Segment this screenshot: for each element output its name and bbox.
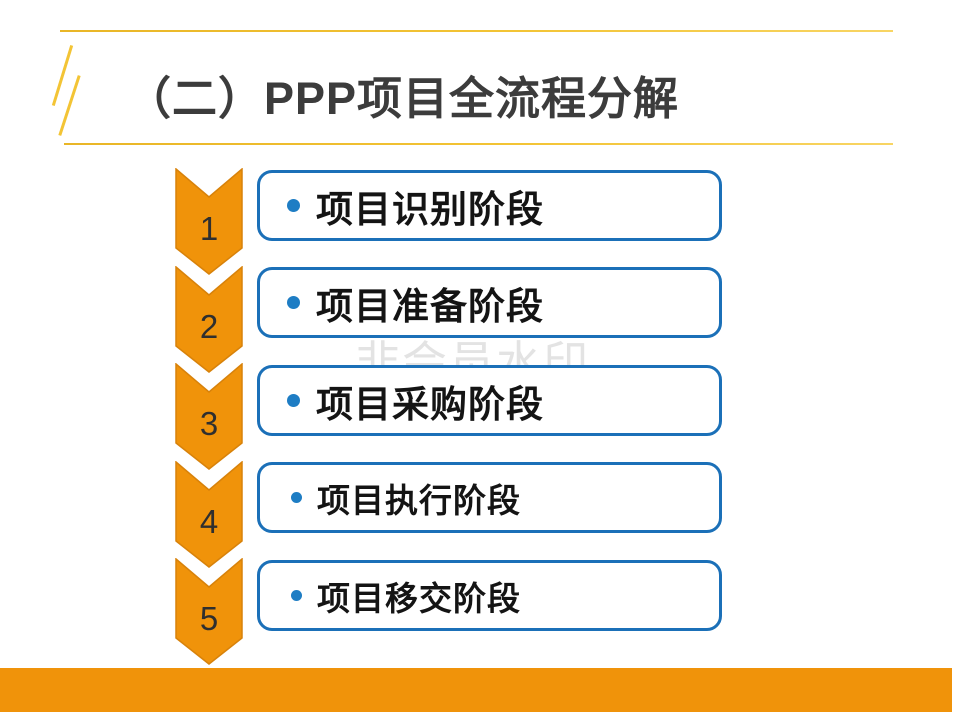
stage-box-execution: 项目执行阶段 [257,462,722,533]
chevron-down-icon [175,168,243,275]
bullet-icon [291,492,302,503]
bullet-icon [291,590,302,601]
title-bottom-rule [64,143,893,145]
bullet-icon [287,394,300,407]
chevron-arrow-2: 2 [175,266,243,373]
stage-number: 3 [199,405,219,442]
chevron-down-icon [175,558,243,665]
stage-label: 项目准备阶段 [316,285,544,327]
stage-label: 项目移交阶段 [317,579,521,617]
chevron-arrow-4: 4 [175,461,243,568]
decorative-slash-icon [58,75,81,136]
chevron-arrow-3: 3 [175,363,243,470]
title-top-rule [60,30,893,32]
chevron-arrow-1: 1 [175,168,243,275]
stage-label: 项目识别阶段 [316,188,544,230]
stage-number: 2 [199,308,219,345]
footer-accent-bar [0,668,952,712]
stage-label: 项目采购阶段 [316,383,544,425]
chevron-arrow-5: 5 [175,558,243,665]
stage-box-transfer: 项目移交阶段 [257,560,722,631]
stage-label: 项目执行阶段 [317,481,521,519]
slide-title: （二）PPP项目全流程分解 [126,73,680,124]
chevron-down-icon [175,363,243,470]
chevron-down-icon [175,461,243,568]
chevron-down-icon [175,266,243,373]
stage-box-procurement: 项目采购阶段 [257,365,722,436]
stage-box-identification: 项目识别阶段 [257,170,722,241]
stage-number: 4 [199,503,219,540]
stage-number: 5 [199,600,219,637]
stage-box-preparation: 项目准备阶段 [257,267,722,338]
stage-number: 1 [199,210,219,247]
bullet-icon [287,296,300,309]
bullet-icon [287,199,300,212]
